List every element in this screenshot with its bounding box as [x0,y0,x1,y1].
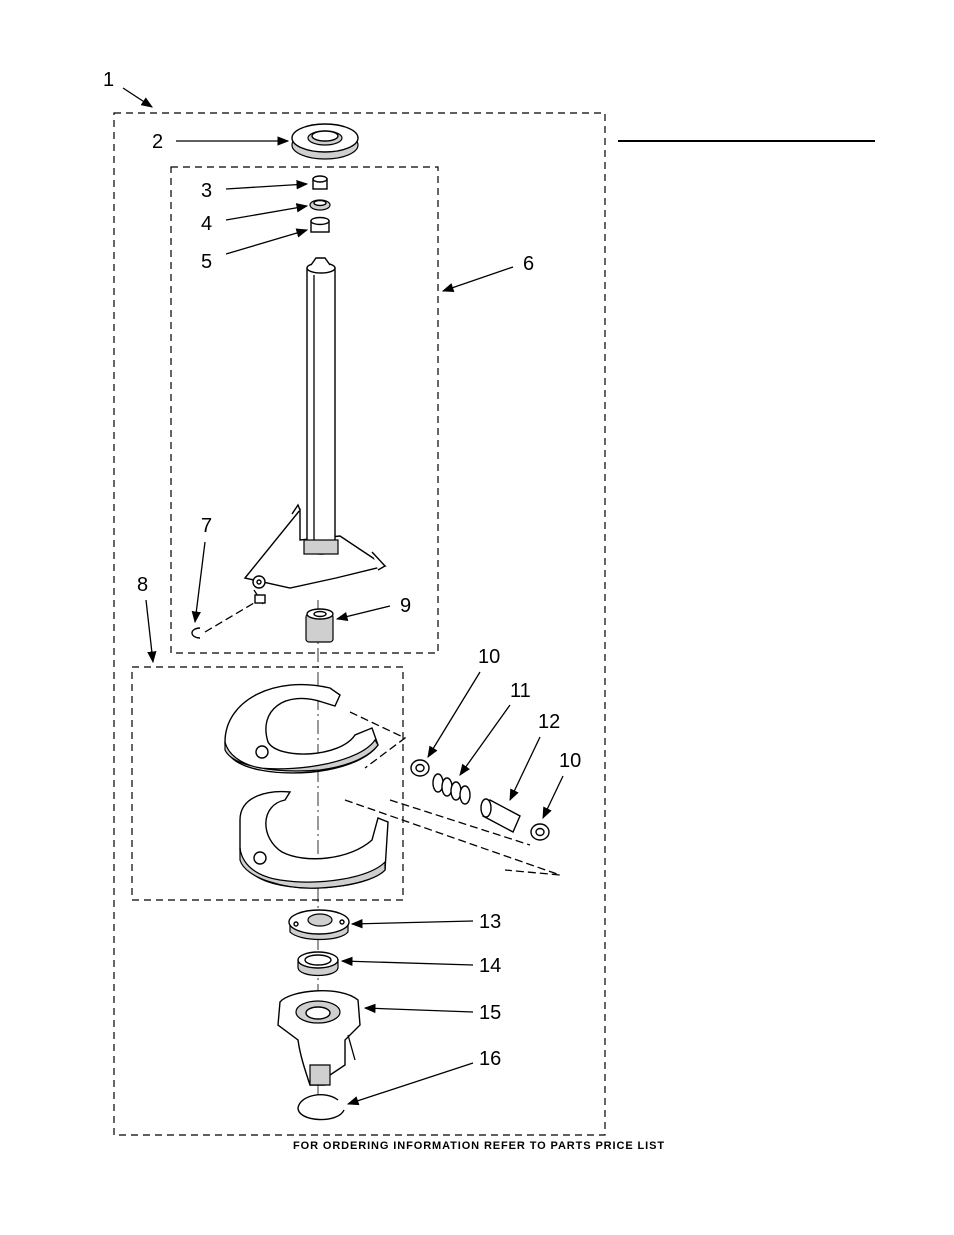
callout-13: 13 [479,911,501,933]
callout-8: 8 [137,574,148,596]
callout-9: 9 [400,595,411,617]
callout-10a: 10 [478,646,500,668]
part-9-bearing [306,609,333,642]
callout-2: 2 [152,131,163,153]
part-7-clip [192,603,254,638]
part-11-spring [433,774,470,804]
part-2-seal [292,124,358,159]
part-14-collar [298,952,338,976]
callout-14: 14 [479,955,501,977]
part-8-brake-lower [240,792,388,889]
part-6-shaft-assembly [245,258,385,604]
leader-lines [123,88,563,1104]
callout-4: 4 [201,213,212,235]
callout-11: 11 [510,680,531,702]
callout-5: 5 [201,251,212,273]
callout-10b: 10 [559,750,581,772]
part-8-brake-upper [225,685,378,773]
callout-1: 1 [103,69,114,91]
part-15-housing [278,991,360,1085]
part-13-flange [289,910,349,940]
part-4-washer [310,200,330,210]
part-10-washer-b [531,824,549,840]
part-5-bushing [311,218,329,233]
callout-16: 16 [479,1048,501,1070]
callout-3: 3 [201,180,212,202]
callout-15: 15 [479,1002,501,1024]
part-16-snap-ring [298,1095,344,1120]
callout-6: 6 [523,253,534,275]
part-10-washer-a [411,760,429,776]
part-12-pin [481,799,520,832]
ordering-info-footer: FOR ORDERING INFORMATION REFER TO PARTS … [293,1140,665,1152]
callout-12: 12 [538,711,560,733]
part-3-bushing [313,176,327,189]
callout-7: 7 [201,515,212,537]
